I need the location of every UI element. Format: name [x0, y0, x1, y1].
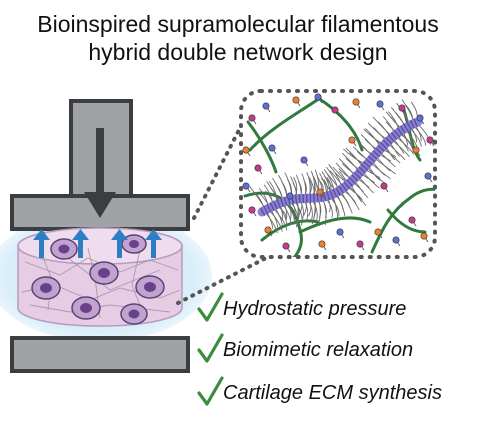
- bullet-item: Biomimetic relaxation: [197, 333, 413, 363]
- cell-icon: [121, 234, 147, 254]
- chain-end-bead: [300, 156, 308, 164]
- chain-end-bead: [248, 114, 256, 122]
- chain-end-bead: [282, 242, 290, 250]
- title: Bioinspired supramolecular filamentous h…: [37, 11, 438, 65]
- chain-end-bead: [264, 226, 272, 234]
- chain-end-bead: [295, 259, 301, 265]
- polymer-chain: [298, 216, 372, 234]
- polymer-chain: [316, 96, 364, 152]
- hydrogel-cylinder: [17, 227, 183, 327]
- down-arrow-icon: [84, 128, 116, 218]
- checkmark-icon: [197, 333, 224, 363]
- cell-icon: [71, 296, 101, 320]
- chain-end-bead: [268, 144, 276, 152]
- chain-end-bead: [318, 240, 326, 248]
- chain-end-bead: [352, 98, 360, 106]
- up-arrow-group: [33, 229, 162, 258]
- chain-end-bead: [376, 100, 384, 108]
- supramolecular-fiber: [257, 117, 423, 217]
- polymer-chain: [386, 208, 427, 234]
- chain-end-bead: [380, 182, 388, 190]
- cell-icon: [120, 303, 148, 325]
- chain-end-bead: [254, 164, 262, 172]
- chain-end-bead: [314, 93, 322, 101]
- bullet-text-ecm: Cartilage ECM synthesis: [223, 382, 442, 404]
- chain-end-bead: [426, 136, 434, 144]
- checkmark-icon: [197, 292, 224, 322]
- chain-end-bead: [336, 228, 344, 236]
- chain-tether: [298, 262, 302, 268]
- polymer-chain: [246, 120, 278, 174]
- chain-end-bead: [412, 146, 420, 154]
- cell-icon: [89, 261, 119, 285]
- bullet-text-pressure: Hydrostatic pressure: [223, 298, 406, 320]
- chain-end-bead: [392, 236, 400, 244]
- bullet-item: Hydrostatic pressure: [197, 292, 406, 322]
- checkmark-icon: [197, 376, 224, 406]
- title-line-2: hybrid double network design: [88, 39, 387, 65]
- chain-end-bead: [331, 106, 339, 114]
- cell-group: [31, 234, 165, 325]
- title-line-1: Bioinspired supramolecular filamentous: [37, 11, 438, 37]
- chain-end-bead: [348, 136, 356, 144]
- chain-end-bead: [420, 232, 428, 240]
- chain-end-bead: [242, 146, 250, 154]
- press-bottom-plate: [10, 336, 190, 373]
- chain-end-bead: [398, 104, 406, 112]
- chain-end-bead: [408, 216, 416, 224]
- up-arrow-icon: [111, 229, 128, 258]
- cell-icon: [50, 238, 78, 260]
- chain-end-bead: [316, 188, 324, 196]
- up-arrow-icon: [33, 229, 50, 258]
- chain-end-bead: [286, 192, 294, 200]
- chain-end-bead: [374, 228, 382, 236]
- fiber-body: [257, 117, 423, 217]
- cell-icon: [135, 275, 165, 299]
- chain-end-bead: [424, 172, 432, 180]
- chain-end-bead: [416, 114, 424, 122]
- up-arrow-icon: [72, 229, 89, 258]
- compression-press-icon: [10, 99, 190, 231]
- cell-icon: [31, 276, 61, 300]
- chain-end-bead: [262, 102, 270, 110]
- zoom-connector: [176, 124, 270, 305]
- chain-end-bead: [356, 240, 364, 248]
- chain-ends: [242, 93, 435, 268]
- bullet-list: Hydrostatic pressure Biomimetic relaxati…: [197, 292, 442, 406]
- polymer-chain: [248, 96, 322, 152]
- bullet-text-relaxation: Biomimetic relaxation: [223, 339, 413, 361]
- chain-end-bead: [248, 206, 256, 214]
- bullet-item: Cartilage ECM synthesis: [197, 376, 442, 406]
- up-arrow-icon: [145, 229, 162, 258]
- chain-end-bead: [292, 96, 300, 104]
- chain-end-bead: [242, 182, 250, 190]
- zoom-inset-box: [239, 89, 437, 268]
- polymer-chain: [243, 191, 303, 257]
